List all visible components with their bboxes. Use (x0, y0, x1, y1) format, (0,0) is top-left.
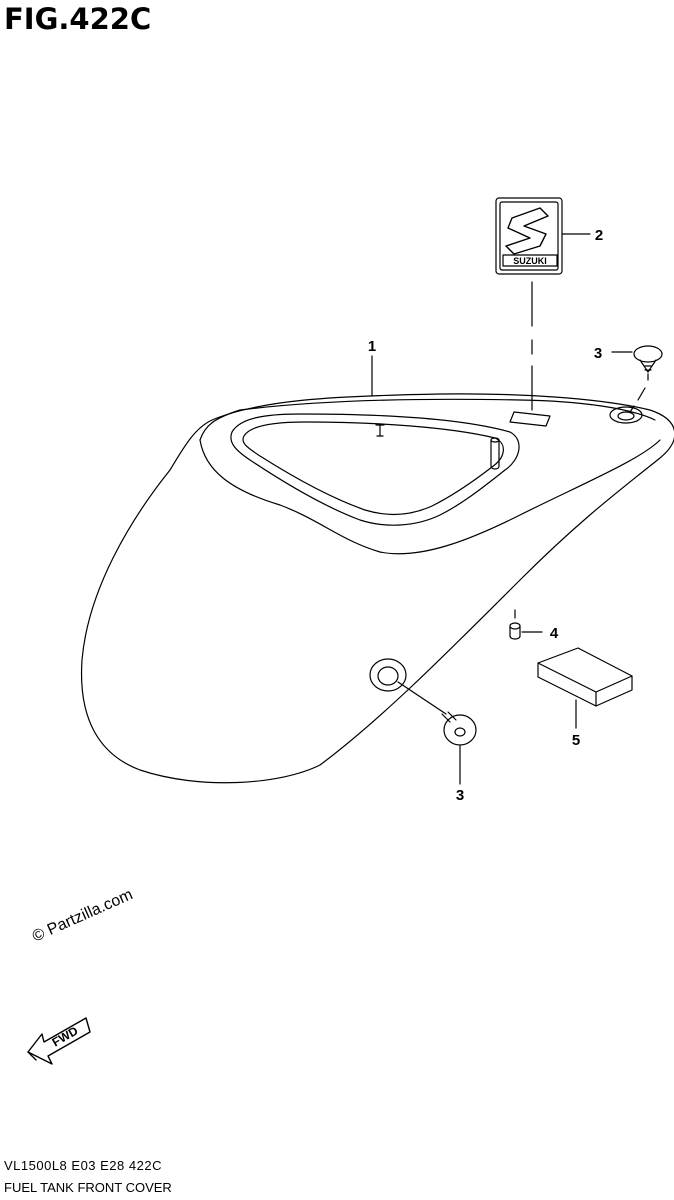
callout-3-bottom: 3 (456, 787, 464, 804)
fuel-tank-front-cover (80, 393, 674, 784)
grommet (509, 622, 521, 640)
suzuki-emblem (495, 197, 563, 275)
figure-name: FUEL TANK FRONT COVER (4, 1180, 172, 1195)
emblem-text: SUZUKI (513, 256, 547, 266)
callout-3-top: 3 (594, 345, 602, 362)
fwd-arrow-icon (27, 1017, 91, 1065)
screw-bottom (441, 711, 477, 746)
callout-5: 5 (572, 732, 580, 749)
figure-title: FIG.422C (4, 2, 152, 36)
figure-code: VL1500L8 E03 E28 422C (4, 1158, 162, 1173)
callout-1: 1 (368, 338, 376, 355)
callout-4: 4 (550, 625, 559, 642)
leader-lines (371, 233, 649, 785)
screw-top (633, 345, 663, 373)
cushion-pad (537, 647, 633, 707)
callout-2: 2 (595, 227, 603, 244)
